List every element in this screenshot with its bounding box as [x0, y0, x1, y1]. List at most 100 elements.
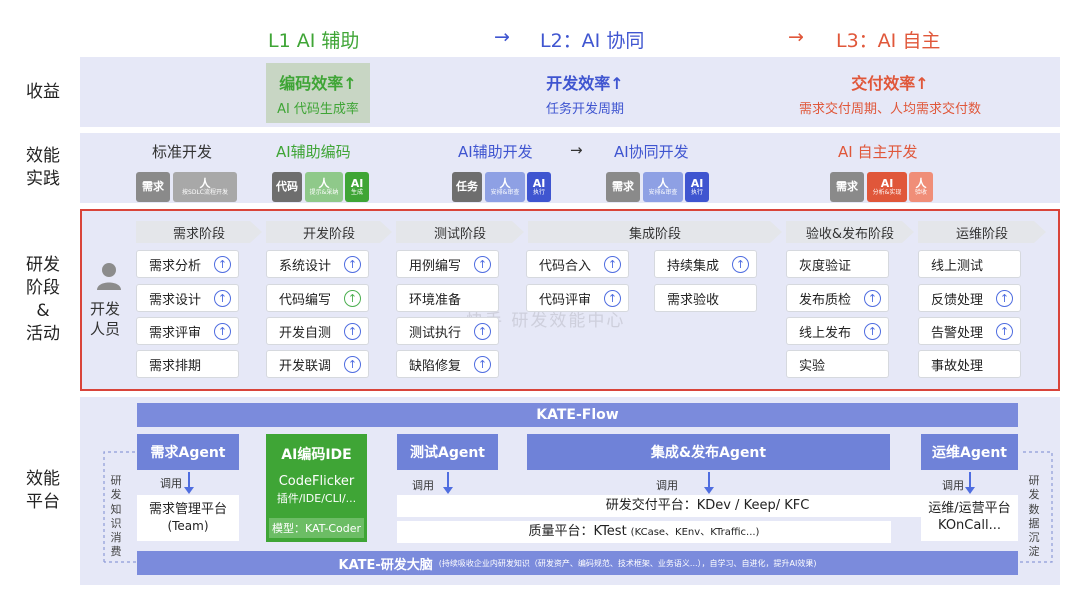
level-l1-title: L1 AI 辅助: [268, 30, 360, 52]
activity-label: 测试执行: [409, 325, 462, 341]
activity-label: 实验: [799, 358, 826, 374]
task-person-sub: 安排&审查: [490, 188, 520, 196]
row-label-practice: 效能 实践: [6, 133, 80, 203]
benefit-l3: 交付效率↑ 需求交付周期、人均需求交付数: [770, 63, 1010, 123]
quality-platform[interactable]: 质量平台：KTest (KCase、KEnv、KTraffic...): [397, 521, 891, 543]
auto-req: 需求: [836, 180, 858, 194]
person-chip: 人按SDLC流程开发: [173, 172, 237, 202]
row-label-stage-2: 阶段: [26, 278, 60, 299]
activity-incident[interactable]: 事故处理: [918, 350, 1021, 378]
side-right-char: 淀: [1028, 545, 1040, 559]
test-agent[interactable]: 测试Agent: [397, 434, 498, 470]
benefit-l1-sub: AI 代码生成率: [277, 101, 359, 117]
activity-release-check[interactable]: 发布质检↑: [786, 284, 889, 312]
activity-bug-fix[interactable]: 缺陷修复↑: [396, 350, 499, 378]
ai-up-icon: ↑: [344, 323, 361, 340]
activity-label: 开发联调: [279, 358, 332, 374]
activity-alert[interactable]: 告警处理↑: [918, 317, 1021, 345]
side-right-char: 数: [1028, 502, 1040, 516]
auto-person-sub: 验收: [914, 188, 927, 196]
activity-requirement-design[interactable]: 需求设计↑: [136, 284, 239, 312]
row-label-stages: 研发 阶段 & 活动: [6, 209, 80, 391]
person-chip-coding: 人提示&采纳: [305, 172, 343, 202]
activity-joint-debug[interactable]: 开发联调↑: [266, 350, 369, 378]
activity-online-test[interactable]: 线上测试: [918, 250, 1021, 278]
brain-sub: (持续吸收企业内研发知识（研发资产、编码规范、技术框架、业务语义...），自学习…: [438, 558, 817, 568]
ai-ide-card[interactable]: AI编码IDE CodeFlicker 插件/IDE/CLI/... 模型：KA…: [266, 434, 367, 542]
ide-sub: 插件/IDE/CLI/...: [276, 492, 357, 505]
ops-agent[interactable]: 运维Agent: [921, 434, 1018, 470]
call-arrow-test: [443, 472, 453, 494]
side-right-char: 沉: [1028, 531, 1040, 545]
call-label-integ: 调用: [656, 479, 678, 492]
activity-system-design[interactable]: 系统设计↑: [266, 250, 369, 278]
quality-platform-main: 质量平台：KTest: [528, 523, 627, 539]
kate-brain-bar[interactable]: KATE-研发大脑 (持续吸收企业内研发知识（研发资产、编码规范、技术框架、业务…: [137, 551, 1018, 575]
row-label-stage-4: 活动: [26, 323, 60, 344]
benefit-l2: 开发效率↑ 任务开发周期: [500, 63, 670, 123]
activity-label: 需求分析: [149, 258, 202, 274]
briefcase-icon-auto: 需求: [830, 172, 864, 202]
activity-online-release[interactable]: 线上发布↑: [786, 317, 889, 345]
activity-ci[interactable]: 持续集成↑: [654, 250, 757, 278]
activity-label: 用例编写: [409, 258, 462, 274]
ai-up-icon: ↑: [864, 323, 881, 340]
practice-ai-collab-title: AI协同开发: [614, 143, 689, 161]
briefcase-icon-collab: 需求: [606, 172, 640, 202]
activity-label: 开发自测: [279, 325, 332, 341]
activity-test-exec[interactable]: 测试执行↑: [396, 317, 499, 345]
activity-coding[interactable]: 代码编写 ↑: [266, 284, 369, 312]
activity-req-acceptance[interactable]: 需求验收: [654, 284, 757, 312]
req-management-platform[interactable]: 需求管理平台 (Team): [137, 495, 239, 541]
person-icon: [96, 262, 122, 290]
integration-release-agent[interactable]: 集成&发布Agent: [527, 434, 890, 470]
ai-up-icon: ↑: [214, 323, 231, 340]
ai-up-icon-green: ↑: [344, 290, 361, 307]
activity-label: 代码编写: [279, 292, 332, 308]
row-label-practice-2: 实践: [26, 169, 60, 189]
benefit-l2-title: 开发效率↑: [546, 73, 624, 93]
activity-env-prep[interactable]: 环境准备: [396, 284, 499, 312]
activity-requirement-analysis[interactable]: 需求分析↑: [136, 250, 239, 278]
ops-platform[interactable]: 运维/运营平台 KOnCall...: [921, 495, 1018, 541]
collab-req: 需求: [612, 180, 634, 194]
briefcase-icon: 需求: [136, 172, 170, 202]
kate-flow-bar[interactable]: KATE-Flow: [137, 403, 1018, 427]
activity-requirement-scheduling[interactable]: 需求排期: [136, 350, 239, 378]
activity-label: 需求评审: [149, 325, 202, 341]
side-knowledge-consume: 研发 知识 消费: [106, 474, 126, 560]
req-platform-sub: (Team): [167, 518, 209, 533]
activity-gray-verify[interactable]: 灰度验证: [786, 250, 889, 278]
collab-person: 人: [657, 177, 669, 191]
req-agent[interactable]: 需求Agent: [137, 434, 239, 470]
activity-self-test[interactable]: 开发自测 ↑: [266, 317, 369, 345]
stage-header-development: 开发阶段: [266, 221, 392, 243]
delivery-platform[interactable]: 研发交付平台：KDev / Keep/ KFC: [397, 495, 1018, 517]
activity-feedback[interactable]: 反馈处理↑: [918, 284, 1021, 312]
stage-header-testing: 测试阶段: [396, 221, 524, 243]
code-icon: 代码: [272, 172, 302, 202]
ide-name: CodeFlicker: [278, 474, 355, 489]
activity-code-merge[interactable]: 代码合入↑: [526, 250, 629, 278]
actor-line-2: 人员: [90, 320, 121, 339]
activity-requirement-review[interactable]: 需求评审 ↑: [136, 317, 239, 345]
ide-model: 模型：KAT-Coder: [269, 518, 364, 538]
activity-experiment[interactable]: 实验: [786, 350, 889, 378]
activity-case-writing[interactable]: 用例编写↑: [396, 250, 499, 278]
code-person: 人: [318, 177, 330, 191]
activity-label: 线上测试: [931, 258, 984, 274]
activity-label: 需求设计: [149, 292, 202, 308]
code-ai: AI: [350, 177, 364, 191]
benefit-l1-title: 编码效率↑: [279, 73, 357, 93]
activity-label: 系统设计: [279, 258, 332, 274]
auto-ai-sub: 分析&实现: [872, 188, 902, 196]
side-left-char: 知: [110, 502, 122, 516]
practice-arrow: →: [570, 141, 583, 159]
activity-code-review[interactable]: 代码评审↑: [526, 284, 629, 312]
call-label-test: 调用: [412, 479, 434, 492]
ops-platform-sub: KOnCall...: [938, 518, 1001, 533]
row-label-platform-1: 效能: [26, 469, 60, 490]
practice-standard-title: 标准开发: [152, 143, 213, 161]
activity-label: 灰度验证: [799, 258, 852, 274]
row-label-stage-1: 研发: [26, 255, 60, 276]
